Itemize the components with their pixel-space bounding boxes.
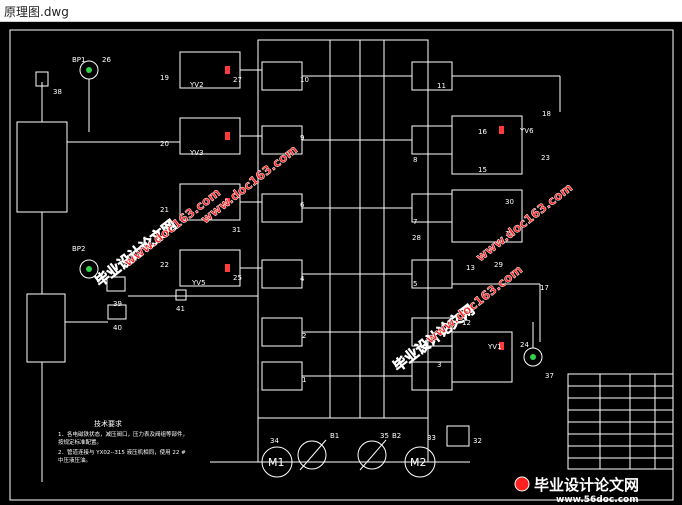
label-18: 18 (542, 110, 551, 118)
valve-40 (107, 304, 127, 320)
valve-39 (106, 276, 126, 292)
label-yv6: YV6 (519, 127, 534, 135)
label-10: 10 (300, 76, 309, 84)
label-5: 5 (413, 280, 417, 288)
label-35: 35 (380, 432, 389, 440)
label-23: 23 (541, 154, 550, 162)
brand-logo-icon (514, 476, 530, 492)
brand-logo-url: www.56doc.com (556, 495, 639, 505)
notes-line-3: 2．管道连接与 YX02--315 液压机相同，使用 22 # (58, 448, 186, 456)
label-34: 34 (270, 437, 279, 445)
label-19: 19 (160, 74, 169, 82)
label-11: 11 (437, 82, 446, 90)
gauge-bp2-icon (79, 259, 99, 279)
window-title: 原理图.dwg (4, 5, 69, 19)
label-14: 14 (505, 230, 514, 238)
window-titlebar: 原理图.dwg (0, 0, 682, 22)
label-39: 39 (113, 300, 122, 308)
drawing-canvas[interactable]: 19 20 21 22 23 24 18 26 38 37 39 40 41 1… (0, 22, 682, 505)
label-22: 22 (160, 261, 169, 269)
label-8: 8 (413, 156, 417, 164)
notes-title: 技术要求 (94, 419, 122, 428)
main-cylinder (16, 121, 68, 213)
label-b1: B1 (330, 432, 339, 440)
label-2: 2 (302, 332, 306, 340)
label-bp1: BP1 (72, 56, 85, 64)
watermark-url-left: www.doc163.com (121, 185, 223, 269)
label-bp2: BP2 (72, 245, 85, 253)
label-1: 1 (302, 376, 306, 384)
valve-41 (175, 289, 187, 301)
label-37: 37 (545, 372, 554, 380)
label-31: 31 (232, 226, 241, 234)
label-yv5: YV5 (191, 279, 206, 287)
main-valve-block (257, 39, 429, 419)
label-24: 24 (520, 341, 529, 349)
label-6: 6 (300, 201, 305, 209)
label-29: 29 (494, 261, 503, 269)
label-15: 15 (478, 166, 487, 174)
label-m2: M2 (410, 456, 427, 469)
label-21: 21 (160, 206, 169, 214)
label-26: 26 (102, 56, 111, 64)
label-25: 25 (233, 274, 242, 282)
brand-logo-text: 毕业设计论文网 (534, 476, 639, 494)
pump-b1-icon (297, 440, 327, 470)
filter-38 (35, 71, 49, 87)
brand-logo: 毕业设计论文网 www.56doc.com (514, 476, 639, 505)
label-16: 16 (478, 128, 487, 136)
label-40: 40 (113, 324, 122, 332)
hydraulic-schematic: 19 20 21 22 23 24 18 26 38 37 39 40 41 1… (9, 29, 674, 505)
pump-b2-icon (357, 440, 387, 470)
watermark-url-mid: www.doc163.com (473, 180, 575, 264)
label-33: 33 (427, 434, 436, 442)
valve-group-19 (179, 51, 241, 89)
watermark-url-right: www.doc163.com (423, 262, 525, 346)
label-38: 38 (53, 88, 62, 96)
solenoid-markers (225, 66, 504, 350)
notes-line-4: 中压液压油。 (58, 456, 91, 464)
label-20: 20 (160, 140, 169, 148)
notes-line-2: 按规定标准配置。 (58, 438, 102, 446)
label-4: 4 (300, 275, 305, 283)
notes-line-1: 1．各电磁铁状态，减压阀口，压力表及阀组等部件， (58, 430, 188, 438)
valve-group-22 (179, 249, 241, 287)
label-32: 32 (473, 437, 482, 445)
label-m1: M1 (268, 456, 285, 469)
valve-group-20 (179, 117, 241, 155)
label-12: 12 (462, 319, 471, 327)
label-9: 9 (300, 134, 304, 142)
valve-group-23 (451, 115, 523, 175)
valve-group-30 (451, 189, 523, 243)
label-13: 13 (466, 264, 475, 272)
label-yv2: YV2 (189, 81, 204, 89)
filter-32 (446, 425, 470, 447)
label-yv1: YV1 (487, 343, 502, 351)
lower-cylinder (26, 293, 66, 363)
valve-group-24 (451, 331, 513, 383)
label-17: 17 (540, 284, 549, 292)
label-7: 7 (413, 218, 417, 226)
label-3: 3 (437, 361, 441, 369)
label-28: 28 (412, 234, 421, 242)
label-yv3: YV3 (189, 149, 204, 157)
label-30: 30 (505, 198, 514, 206)
label-27: 27 (233, 76, 242, 84)
sensor-markers (86, 67, 536, 360)
label-41: 41 (176, 305, 185, 313)
drawing-frame (9, 29, 674, 501)
label-b2: B2 (392, 432, 401, 440)
